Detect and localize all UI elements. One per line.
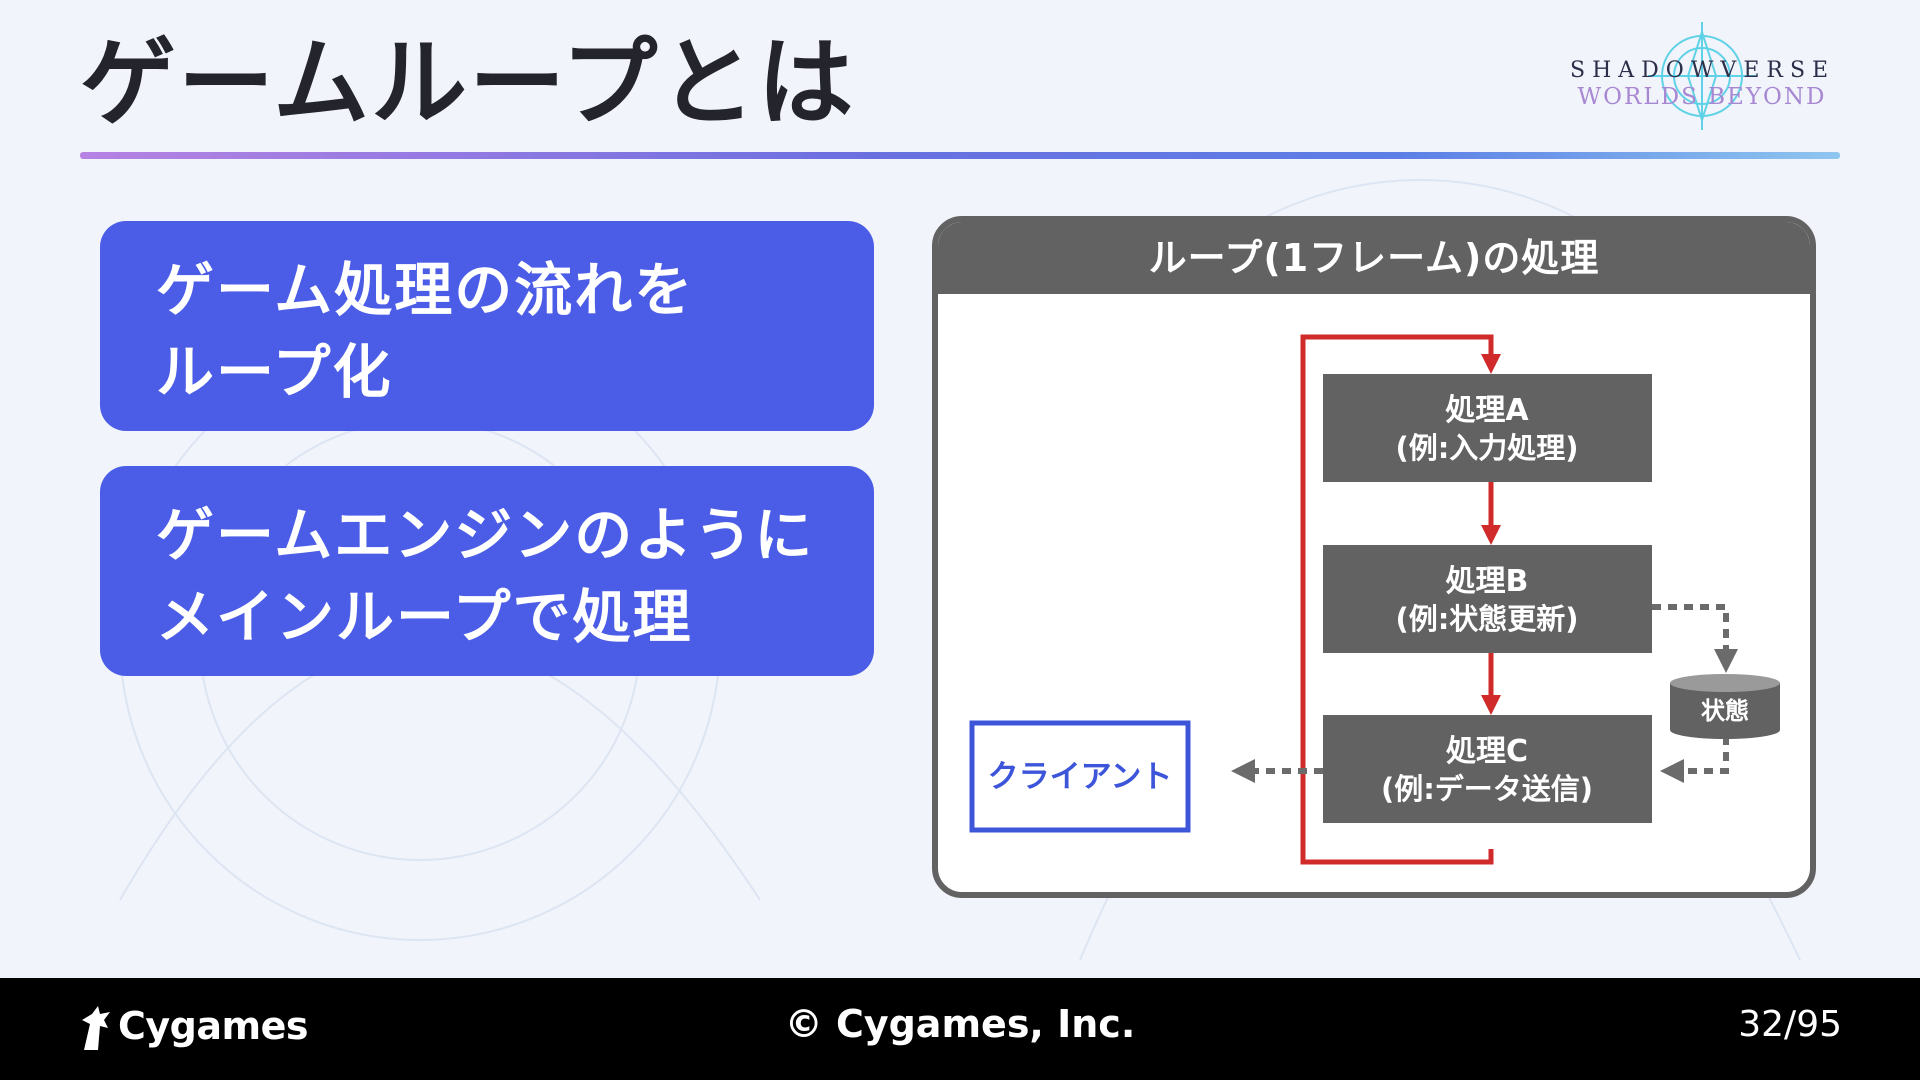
loop-diagram-panel: ループ(1フレーム)の処理 処理A (例:入力処理) 処理B (例:状態更新) <box>932 216 1816 898</box>
point-text-line: ゲーム処理の流れを <box>156 256 695 324</box>
step-example: (例:状態更新) <box>1395 602 1578 636</box>
step-title: 処理C <box>1446 734 1528 769</box>
step-box-a: 処理A (例:入力処理) <box>1323 374 1652 482</box>
title-divider <box>80 152 1840 159</box>
step-example: (例:入力処理) <box>1395 431 1578 465</box>
cygames-wordmark: Cygames <box>118 1004 309 1048</box>
logo-emblem-icon <box>1648 22 1756 130</box>
copyright-text: © Cygames, Inc. <box>784 1002 1136 1046</box>
footer-bar: Cygames © Cygames, Inc. 32/95 <box>0 978 1920 1080</box>
client-box: クライアント <box>969 720 1191 833</box>
page-number: 32/95 <box>1738 1004 1842 1045</box>
point-text-line: メインループで処理 <box>156 583 693 651</box>
point-text-line: ループ化 <box>156 338 393 406</box>
diagram-header: ループ(1フレーム)の処理 <box>938 222 1810 294</box>
logo-text-bottom: WORLDS BEYOND <box>1577 84 1827 110</box>
state-store-label: 状態 <box>1701 697 1749 725</box>
point-text-line: ゲームエンジンのように <box>156 501 815 569</box>
write-state-arrow <box>1652 604 1738 673</box>
logo-text-top: SHADOWVERSE <box>1570 58 1836 83</box>
state-store-cylinder: 状態 <box>1670 674 1780 739</box>
step-box-b: 処理B (例:状態更新) <box>1323 545 1652 653</box>
shadowverse-logo: SHADOWVERSE WORLDS BEYOND <box>1552 14 1852 134</box>
cygames-mark-icon <box>82 1006 110 1050</box>
point-box-loop: ゲーム処理の流れを ループ化 <box>100 221 874 431</box>
point-box-main-loop: ゲームエンジンのように メインループで処理 <box>100 466 874 676</box>
step-title: 処理B <box>1446 564 1529 599</box>
slide-title: ゲームループとは <box>80 27 856 139</box>
loop-diagram: 処理A (例:入力処理) 処理B (例:状態更新) 処理C (例:データ送信) … <box>969 334 1780 865</box>
step-example: (例:データ送信) <box>1381 772 1593 806</box>
client-label: クライアント <box>988 759 1173 795</box>
step-title: 処理A <box>1445 393 1529 428</box>
loop-arrow <box>1300 334 1501 865</box>
read-state-arrow <box>1660 736 1729 783</box>
step-box-c: 処理C (例:データ送信) <box>1323 715 1652 823</box>
